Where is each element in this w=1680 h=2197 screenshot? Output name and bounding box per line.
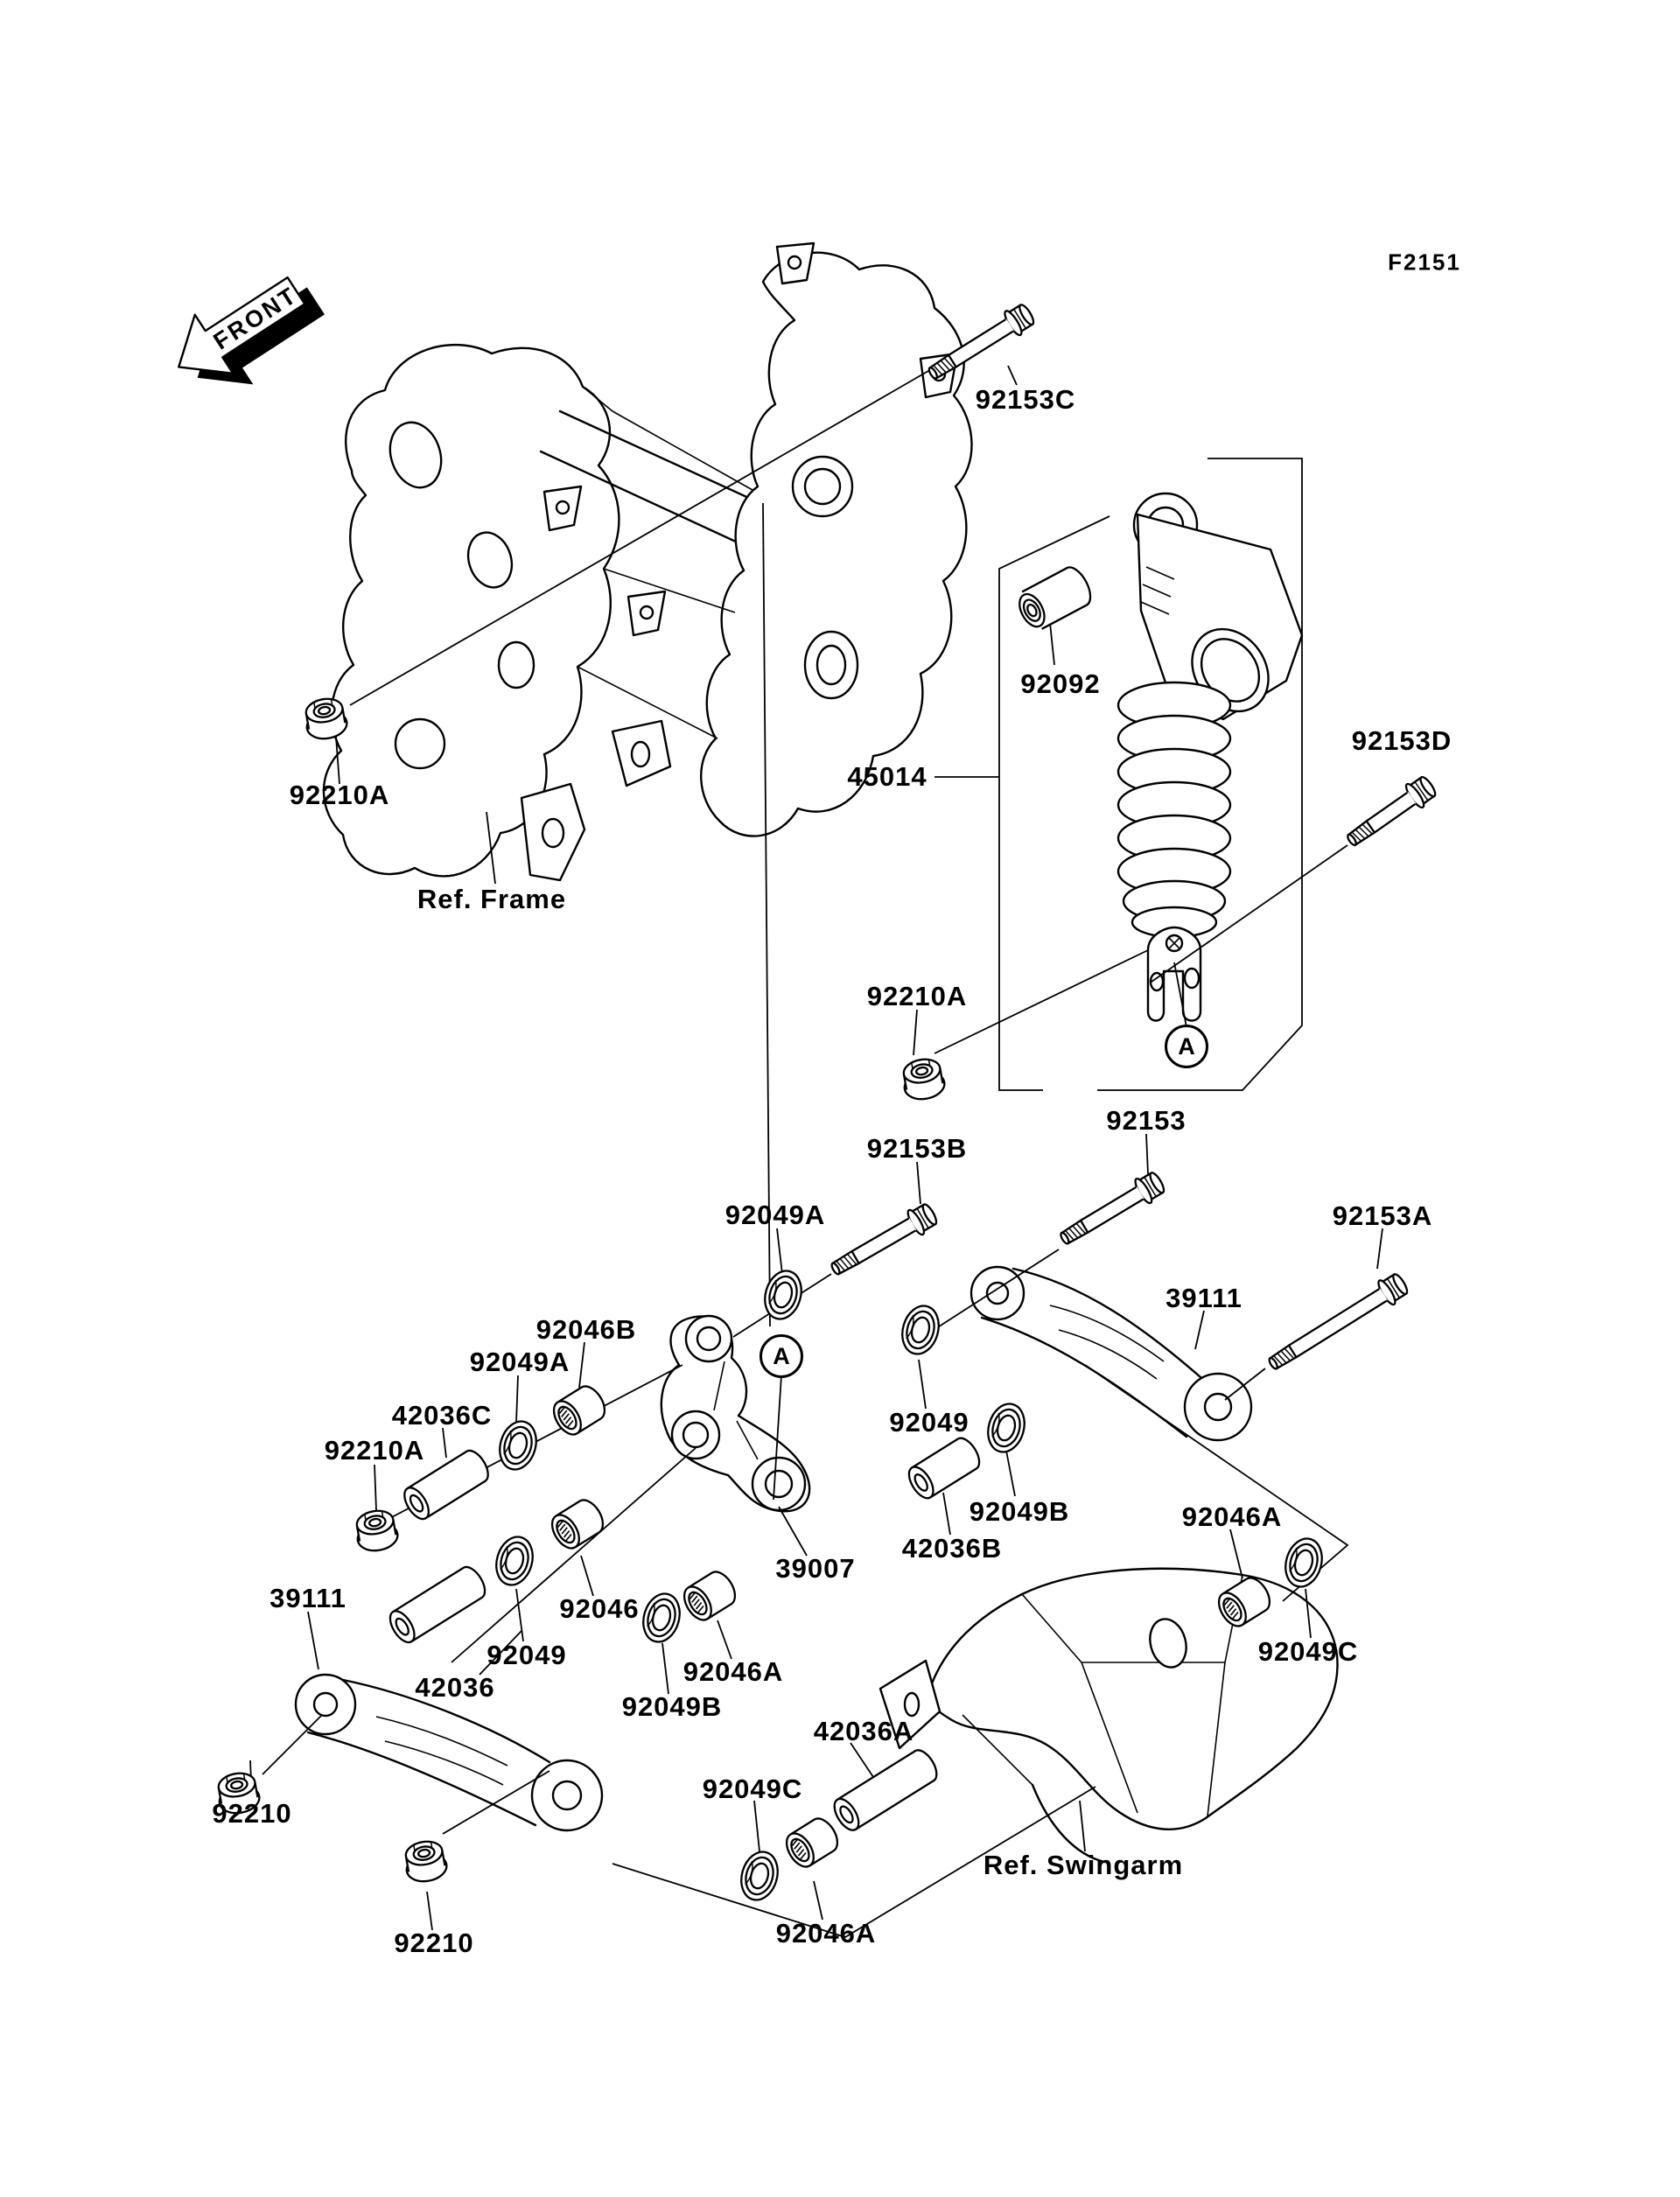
leader-line [442, 1770, 550, 1835]
leader-line [1305, 1588, 1312, 1639]
leader-line [374, 1464, 377, 1511]
part-bolt-92153C [928, 304, 1035, 380]
part-bearing-92046B [552, 1385, 606, 1436]
front-direction-arrow: FRONT [178, 276, 325, 385]
leader-line [813, 1880, 823, 1921]
part-seal-92049 [901, 1305, 940, 1355]
leader-line [942, 1492, 951, 1536]
leader-line [307, 1611, 319, 1670]
part-seal-92049A [499, 1420, 537, 1471]
part-bolt-92153 [1060, 1172, 1166, 1245]
leader-line [1005, 1450, 1016, 1497]
leader-line [1229, 1529, 1243, 1579]
leader-line [1224, 1368, 1266, 1401]
leader-line [1194, 1310, 1205, 1350]
leader-line [753, 1800, 760, 1852]
leader-line [612, 1786, 1096, 1938]
leader-line [776, 1228, 783, 1275]
leader-line [998, 515, 1110, 1091]
leader-lines-layer [249, 360, 1383, 1938]
leader-line [1007, 365, 1018, 386]
part-nut-92210A [902, 1058, 946, 1101]
leader-line [1145, 1133, 1149, 1175]
leader-line [262, 1714, 323, 1775]
part-bushing-92092 [1018, 566, 1092, 630]
part-nut-92210 [217, 1772, 261, 1815]
leader-line [662, 1642, 669, 1695]
leader-line [773, 1375, 782, 1501]
leader-line [1049, 622, 1055, 666]
tie-rod-right-illustration [970, 1265, 1253, 1442]
part-seal-92049A [764, 1270, 802, 1320]
part-nut-92210A [304, 697, 348, 740]
leader-line [335, 736, 340, 785]
part-seal-92049B [987, 1403, 1026, 1453]
leader-line [426, 1891, 433, 1931]
part-bearing-92046A [682, 1571, 737, 1621]
leader-line [515, 1375, 519, 1424]
part-seal-92049C [740, 1851, 779, 1901]
leader-line [913, 1009, 918, 1056]
leader-line [918, 1359, 927, 1410]
leader-line [762, 502, 771, 1327]
frame-illustration [322, 241, 973, 882]
leader-line [479, 1630, 522, 1676]
part-nut-92210 [404, 1840, 448, 1883]
part-seal-92049B [642, 1592, 681, 1643]
leader-line [1376, 1228, 1383, 1270]
part-seal-92049C [1284, 1537, 1323, 1588]
leader-line [717, 1620, 732, 1660]
leader-line [578, 1341, 585, 1389]
leader-line [1097, 458, 1303, 1091]
part-collar-42036C [403, 1449, 489, 1521]
leader-line [349, 360, 946, 706]
leader-line [451, 1447, 696, 1663]
leader-line [1173, 962, 1187, 1028]
leader-line [486, 811, 496, 885]
rocker-arm-illustration [660, 1314, 811, 1513]
part-bolt-92153B [830, 1203, 938, 1276]
part-collar-42036B [907, 1437, 981, 1500]
part-bearing-92046A [1217, 1577, 1271, 1627]
part-bearing-92046A [785, 1817, 839, 1868]
swingarm-illustration [878, 1567, 1339, 1864]
part-seal-92049 [495, 1536, 534, 1586]
leader-line [580, 1555, 594, 1597]
part-bolt-92153D [1347, 775, 1437, 847]
leader-line [442, 1427, 447, 1459]
leader-line [1151, 844, 1348, 983]
leader-line [1079, 1800, 1086, 1852]
leader-line [916, 1161, 921, 1205]
part-bolt-92153A [1268, 1273, 1409, 1370]
leader-line [934, 949, 1149, 1054]
hardware-parts-layer [217, 304, 1437, 1901]
part-nut-92210A [355, 1509, 399, 1552]
part-bearing-92046 [550, 1499, 605, 1550]
leader-line [515, 1588, 524, 1642]
tie-rod-left-illustration [294, 1673, 604, 1832]
leader-line [778, 1506, 808, 1557]
part-collar-42036A [833, 1749, 938, 1831]
shock-absorber-illustration [1116, 492, 1304, 1022]
part-collar-42036 [388, 1565, 486, 1644]
